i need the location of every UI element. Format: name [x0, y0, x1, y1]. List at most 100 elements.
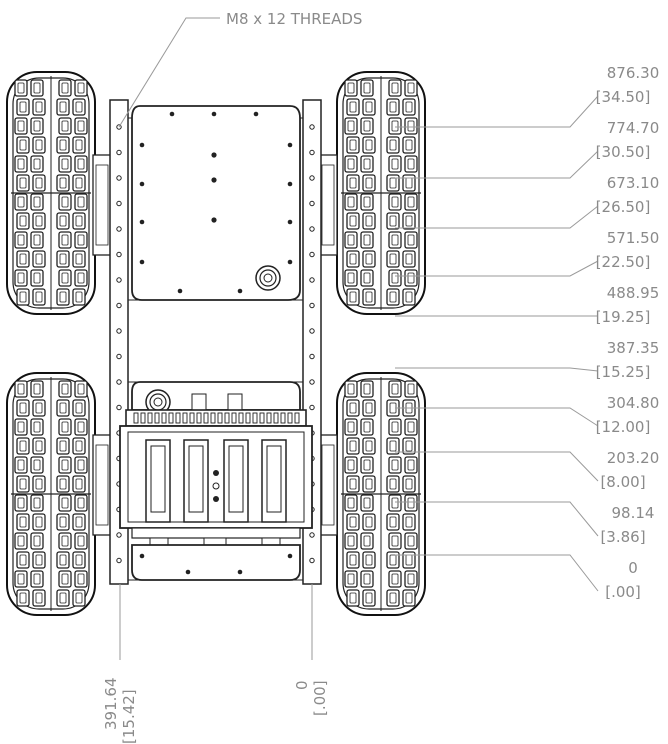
rail-hole	[309, 353, 315, 360]
dimension-leader	[395, 451, 599, 482]
tread-block	[346, 250, 360, 268]
tread-block	[402, 288, 416, 306]
tread-block	[388, 456, 402, 474]
tread-block	[346, 437, 360, 455]
tread-block	[402, 174, 416, 192]
rail-hole	[309, 200, 315, 207]
tread-block	[388, 79, 402, 97]
right-dim-inch: [15.25]	[596, 363, 651, 381]
heatsink-fin	[245, 412, 251, 424]
tread-block	[56, 250, 70, 268]
tread-block	[404, 193, 418, 211]
hub-motor-right-front	[318, 154, 338, 256]
top-plate-bolts	[139, 111, 293, 294]
tread-block	[74, 193, 88, 211]
tread-block	[14, 418, 28, 436]
tread-block	[360, 380, 374, 398]
heatsink-fin	[266, 412, 272, 424]
rail-hole	[309, 226, 315, 232]
tread-block	[16, 136, 30, 154]
tread-block	[30, 231, 44, 249]
right-dim-mm: 876.30	[607, 64, 660, 82]
right-dim-inch: [.00]	[605, 583, 641, 601]
tread-block	[74, 155, 88, 173]
right-dim-inch: [19.25]	[596, 308, 651, 326]
tread-block	[58, 269, 72, 287]
wheel-rear-left	[6, 372, 96, 616]
tread-block	[402, 250, 416, 268]
tread-block	[362, 551, 376, 569]
heatsink-fin	[182, 412, 188, 424]
tread-block	[16, 399, 30, 417]
tread-block	[58, 79, 72, 97]
tread-block	[402, 551, 416, 569]
dimension-leader	[395, 260, 599, 277]
rail-hole	[309, 404, 315, 411]
mid-bay	[128, 299, 303, 383]
tread-block	[362, 174, 376, 192]
tread-block	[386, 551, 400, 569]
tread-block	[74, 269, 88, 287]
tread-block	[16, 551, 30, 569]
tread-block	[388, 494, 402, 512]
tread-block	[32, 212, 46, 230]
tread-block	[344, 532, 358, 550]
tread-block	[32, 98, 46, 116]
heatsink-fin	[287, 412, 293, 424]
tread-block	[32, 551, 46, 569]
bottom-dim-1-mm: 0	[293, 680, 311, 690]
heatsink-fin	[161, 412, 167, 424]
tread-block	[14, 532, 28, 550]
tread-block	[360, 155, 374, 173]
tread-block	[58, 117, 72, 135]
tread-block	[74, 380, 88, 398]
tread-block	[16, 589, 30, 607]
tread-block	[344, 494, 358, 512]
tread-block	[386, 589, 400, 607]
tread-block	[56, 513, 70, 531]
tread-block	[30, 117, 44, 135]
dimension-leader	[395, 205, 599, 229]
tread-block	[402, 513, 416, 531]
tread-block	[58, 418, 72, 436]
tread-block	[388, 380, 402, 398]
tread-block	[344, 117, 358, 135]
m8-thread-callout: M8 x 12 THREADS	[118, 10, 362, 128]
tread-block	[56, 212, 70, 230]
tread-block	[56, 288, 70, 306]
tread-block	[72, 589, 86, 607]
tread-block	[404, 456, 418, 474]
heatsink-fin	[252, 412, 258, 424]
top-cover-plate	[131, 105, 301, 301]
tread-block	[74, 456, 88, 474]
tread-block	[346, 136, 360, 154]
tread-block	[14, 155, 28, 173]
heatsink-fin	[224, 412, 230, 424]
tread-block	[16, 174, 30, 192]
tread-block	[360, 231, 374, 249]
tread-block	[386, 136, 400, 154]
tread-block	[58, 155, 72, 173]
tread-block	[32, 513, 46, 531]
tread-block	[386, 250, 400, 268]
tread-block	[346, 288, 360, 306]
heatsink-fin	[280, 412, 286, 424]
heatsink-fin	[238, 412, 244, 424]
rail-hole	[116, 277, 122, 283]
tread-block	[386, 212, 400, 230]
tread-block	[14, 269, 28, 287]
top-plate-port	[255, 265, 281, 291]
rail-hole	[116, 328, 122, 334]
tread-block	[58, 570, 72, 588]
rail-hole	[309, 175, 315, 181]
tread-block	[344, 193, 358, 211]
tread-block	[56, 136, 70, 154]
tread-block	[72, 250, 86, 268]
tread-block	[30, 532, 44, 550]
tread-block	[32, 399, 46, 417]
right-dim-mm: 0	[628, 559, 638, 577]
wheel-front-left	[6, 71, 96, 315]
heatsink-fin	[217, 412, 223, 424]
tread-block	[388, 570, 402, 588]
tread-block	[14, 380, 28, 398]
